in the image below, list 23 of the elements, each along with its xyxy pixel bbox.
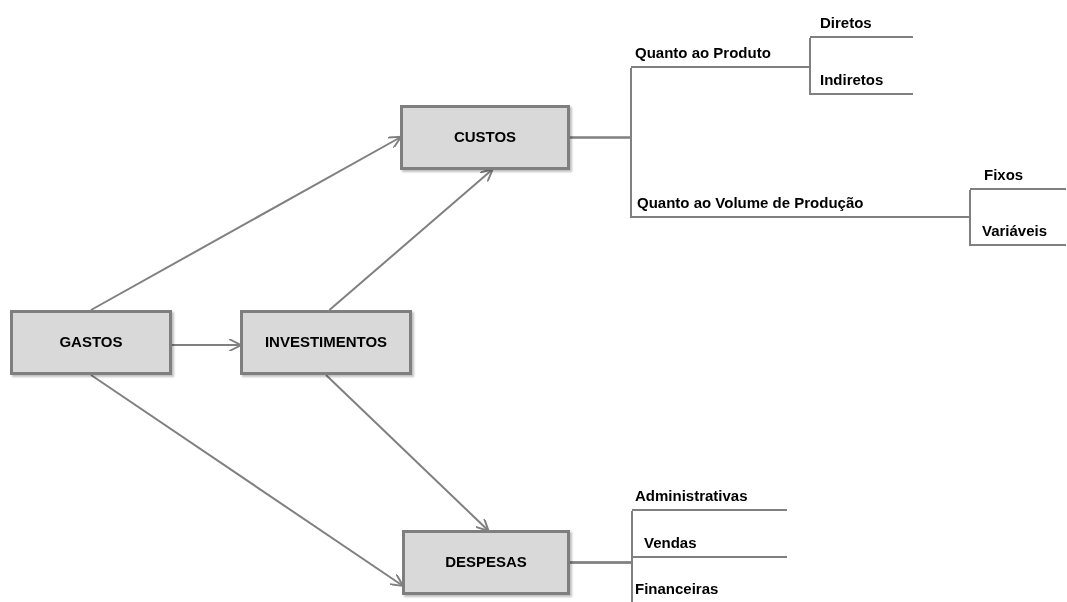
connector-line: [809, 37, 811, 69]
underlined-label: Variáveis: [970, 214, 1066, 246]
connector-line: [969, 189, 971, 219]
underlined-label: Administrativas: [632, 484, 787, 511]
connector-line: [569, 561, 633, 602]
underlined-label: Indiretos: [810, 63, 913, 95]
connector-line: [809, 67, 811, 96]
underlined-label: Diretos: [810, 6, 913, 38]
category-box: CUSTOS: [400, 105, 570, 170]
arrow: [328, 168, 494, 311]
category-box: DESPESAS: [402, 530, 570, 595]
underlined-label: Fixos: [970, 158, 1066, 190]
arrow: [325, 374, 490, 532]
arrow: [90, 374, 404, 587]
arrow: [90, 135, 402, 311]
connector-line: [569, 136, 632, 219]
underlined-label: Quanto ao Produto: [631, 36, 810, 68]
category-box: GASTOS: [10, 310, 172, 375]
connector-line: [969, 217, 971, 247]
underlined-label: Vendas: [632, 531, 787, 558]
branch-label: Financeiras: [632, 579, 787, 602]
underlined-label: Quanto ao Volume de Produção: [631, 186, 970, 218]
category-box: INVESTIMENTOS: [240, 310, 412, 375]
